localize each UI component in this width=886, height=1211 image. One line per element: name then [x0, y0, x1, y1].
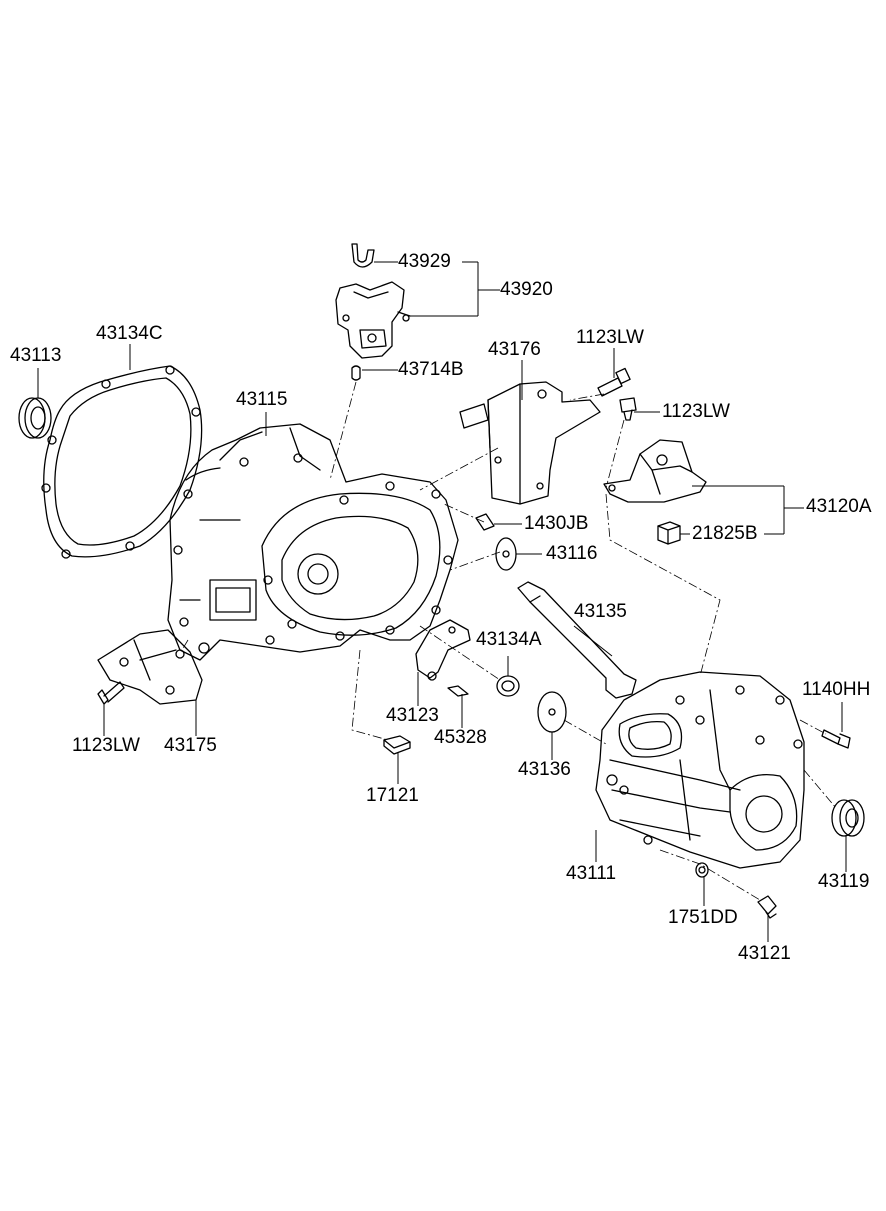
seal-43134A[interactable]: [496, 675, 520, 697]
label-43123: 43123: [386, 705, 439, 726]
mount-43120A[interactable]: [603, 439, 707, 503]
gasket-43134C[interactable]: [41, 365, 203, 559]
label-45328: 45328: [434, 727, 487, 748]
bolt-1123LW-left[interactable]: [97, 681, 125, 705]
label-43714B: 43714B: [398, 359, 464, 380]
pin-43714B[interactable]: [351, 365, 361, 381]
label-43175: 43175: [164, 735, 217, 756]
label-1123LW-mid: 1123LW: [662, 401, 730, 422]
label-21825B: 21825B: [692, 523, 758, 544]
label-17121: 17121: [366, 785, 419, 806]
shim-43116[interactable]: [495, 537, 517, 571]
bolt-1140HH[interactable]: [821, 729, 851, 749]
label-43134C: 43134C: [96, 323, 163, 344]
label-1123LW-top: 1123LW: [576, 327, 644, 348]
label-43121: 43121: [738, 943, 791, 964]
bracket-43176[interactable]: [459, 381, 601, 505]
label-43116: 43116: [546, 543, 598, 564]
label-43115: 43115: [236, 389, 288, 410]
bolt-1123LW-mid[interactable]: [619, 397, 637, 421]
label-43119: 43119: [818, 871, 870, 892]
transmission-case-43111[interactable]: [595, 671, 805, 869]
label-43113: 43113: [10, 345, 62, 366]
label-43111: 43111: [566, 863, 617, 884]
bolt-45328[interactable]: [447, 685, 469, 697]
washer-1751DD[interactable]: [695, 862, 709, 878]
bolt-1123LW-top[interactable]: [597, 367, 631, 397]
seal-43119[interactable]: [831, 799, 865, 837]
ring-17121[interactable]: [383, 735, 411, 755]
label-1123LW-left: 1123LW: [72, 735, 140, 756]
block-21825B[interactable]: [657, 521, 681, 545]
label-43176: 43176: [488, 339, 541, 360]
bar-43135[interactable]: [517, 581, 637, 699]
plug-43121[interactable]: [757, 895, 777, 919]
assembly-lines: [181, 381, 837, 901]
seal-43113[interactable]: [18, 397, 52, 439]
label-43929: 43929: [398, 251, 451, 272]
bracket-43920[interactable]: [335, 281, 411, 359]
pin-1430JB[interactable]: [475, 513, 495, 531]
label-43135: 43135: [574, 601, 627, 622]
label-43120A: 43120A: [806, 496, 872, 517]
leader-lines: [37, 261, 847, 942]
shim-43136[interactable]: [537, 691, 567, 733]
label-1430JB: 1430JB: [524, 513, 589, 534]
label-43136: 43136: [518, 759, 571, 780]
plate-43123[interactable]: [415, 619, 471, 681]
label-1140HH: 1140HH: [802, 679, 871, 700]
clutch-housing-43115[interactable]: [167, 423, 459, 661]
bracket-43175[interactable]: [97, 629, 203, 705]
label-43920: 43920: [500, 279, 553, 300]
label-1751DD: 1751DD: [668, 907, 738, 928]
label-43134A: 43134A: [476, 629, 542, 650]
clip-43929[interactable]: [351, 243, 375, 268]
